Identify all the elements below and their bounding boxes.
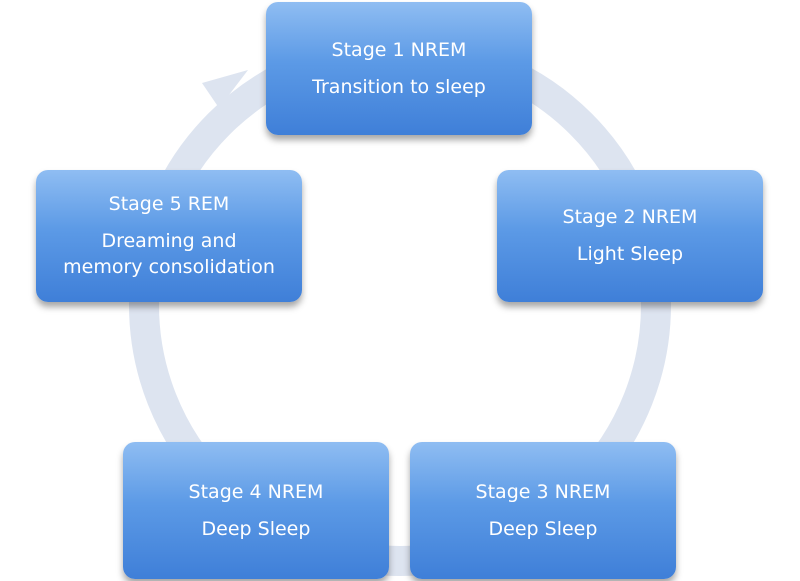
stage-1-title: Stage 1 NREM	[331, 38, 467, 61]
stage-5-title: Stage 5 REM	[108, 192, 230, 215]
cycle-arrowhead-icon	[202, 70, 248, 108]
stage-5-description-line-1: Dreaming and	[101, 229, 237, 252]
stage-2-title: Stage 2 NREM	[562, 206, 698, 229]
stage-4-description: Deep Sleep	[201, 517, 311, 540]
stage-3-title: Stage 3 NREM	[475, 480, 611, 503]
stage-5-description-line-2: memory consolidation	[63, 256, 275, 279]
stage-2-node: Stage 2 NREM Light Sleep	[497, 170, 763, 302]
stage-1-node: Stage 1 NREM Transition to sleep	[266, 2, 532, 135]
stage-1-description: Transition to sleep	[312, 75, 486, 98]
stage-3-description: Deep Sleep	[488, 517, 598, 540]
stage-4-title: Stage 4 NREM	[188, 480, 324, 503]
stage-2-description: Light Sleep	[576, 243, 684, 265]
stage-4-node: Stage 4 NREM Deep Sleep	[123, 442, 389, 579]
stage-5-node: Stage 5 REM Dreaming and memory consolid…	[36, 170, 302, 302]
stage-3-node: Stage 3 NREM Deep Sleep	[410, 442, 676, 579]
